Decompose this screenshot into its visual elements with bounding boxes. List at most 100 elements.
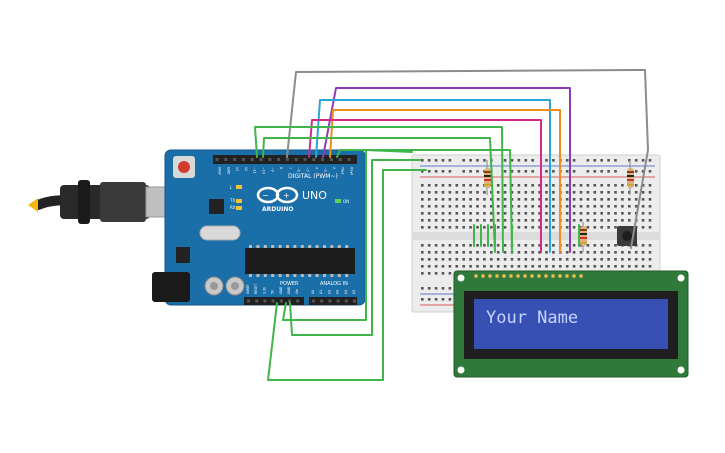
lcd-pin[interactable]	[508, 273, 514, 279]
breadboard-hole[interactable]	[572, 226, 576, 229]
breadboard-hole[interactable]	[586, 184, 590, 187]
breadboard-hole[interactable]	[552, 205, 555, 208]
breadboard-hole[interactable]	[421, 184, 424, 187]
power-pin-hole[interactable]	[271, 299, 275, 303]
breadboard-hole[interactable]	[538, 212, 541, 215]
breadboard-hole[interactable]	[572, 198, 576, 201]
breadboard-hole[interactable]	[545, 198, 548, 201]
breadboard-hole[interactable]	[545, 258, 548, 261]
breadboard-hole[interactable]	[448, 212, 452, 215]
breadboard-hole[interactable]	[628, 198, 631, 201]
breadboard-hole[interactable]	[628, 265, 631, 268]
breadboard-hole[interactable]	[545, 184, 548, 187]
breadboard-hole[interactable]	[579, 244, 583, 247]
breadboard-hole[interactable]	[483, 219, 486, 222]
breadboard-hole[interactable]	[572, 244, 576, 247]
breadboard-hole[interactable]	[586, 226, 590, 229]
breadboard-hole[interactable]	[628, 219, 631, 222]
breadboard-hole[interactable]	[607, 212, 610, 215]
breadboard-hole[interactable]	[641, 226, 645, 229]
power-pin-hole[interactable]	[296, 299, 300, 303]
breadboard-hole[interactable]	[427, 205, 431, 208]
breadboard-hole[interactable]	[538, 205, 541, 208]
resistor-2[interactable]	[627, 160, 634, 195]
breadboard-hole[interactable]	[427, 226, 431, 229]
breadboard-hole[interactable]	[565, 205, 569, 208]
rail-hole[interactable]	[510, 170, 514, 173]
breadboard-hole[interactable]	[579, 258, 583, 261]
breadboard-hole[interactable]	[634, 258, 638, 261]
breadboard-hole[interactable]	[593, 205, 597, 208]
breadboard-hole[interactable]	[503, 258, 507, 261]
power-pin-hole[interactable]	[263, 299, 267, 303]
breadboard-hole[interactable]	[607, 244, 610, 247]
breadboard-hole[interactable]	[462, 198, 465, 201]
breadboard-hole[interactable]	[531, 198, 534, 201]
breadboard-hole[interactable]	[586, 265, 590, 268]
breadboard-hole[interactable]	[448, 272, 452, 275]
breadboard-hole[interactable]	[552, 226, 555, 229]
breadboard-hole[interactable]	[496, 244, 500, 247]
breadboard-hole[interactable]	[427, 272, 431, 275]
breadboard-hole[interactable]	[621, 219, 624, 222]
breadboard-hole[interactable]	[600, 212, 603, 215]
breadboard-hole[interactable]	[455, 244, 459, 247]
breadboard-hole[interactable]	[641, 191, 645, 194]
rail-hole[interactable]	[421, 287, 424, 290]
breadboard-hole[interactable]	[641, 251, 645, 254]
breadboard-hole[interactable]	[517, 184, 521, 187]
digital-pin-hole[interactable]	[329, 158, 333, 161]
analog-pin-hole[interactable]	[328, 299, 332, 303]
breadboard-hole[interactable]	[434, 226, 438, 229]
rail-hole[interactable]	[524, 159, 528, 162]
rail-hole[interactable]	[503, 159, 507, 162]
breadboard-hole[interactable]	[441, 272, 445, 275]
breadboard-hole[interactable]	[421, 265, 424, 268]
breadboard-hole[interactable]	[476, 205, 479, 208]
rail-hole[interactable]	[427, 298, 431, 301]
breadboard-hole[interactable]	[641, 265, 645, 268]
lcd-pin[interactable]	[515, 273, 521, 279]
breadboard-hole[interactable]	[524, 212, 528, 215]
rail-hole[interactable]	[469, 170, 472, 173]
rail-hole[interactable]	[600, 170, 603, 173]
rail-hole[interactable]	[448, 287, 452, 290]
breadboard-hole[interactable]	[545, 265, 548, 268]
breadboard-hole[interactable]	[641, 219, 645, 222]
breadboard-hole[interactable]	[434, 184, 438, 187]
breadboard-hole[interactable]	[600, 265, 603, 268]
breadboard-hole[interactable]	[538, 184, 541, 187]
rail-hole[interactable]	[448, 159, 452, 162]
breadboard-hole[interactable]	[531, 184, 534, 187]
rail-hole[interactable]	[427, 287, 431, 290]
breadboard-hole[interactable]	[503, 265, 507, 268]
breadboard-hole[interactable]	[503, 219, 507, 222]
breadboard-hole[interactable]	[607, 184, 610, 187]
breadboard-hole[interactable]	[600, 251, 603, 254]
rail-hole[interactable]	[628, 159, 631, 162]
breadboard-hole[interactable]	[421, 272, 424, 275]
breadboard-hole[interactable]	[593, 184, 597, 187]
breadboard-hole[interactable]	[531, 205, 534, 208]
breadboard-hole[interactable]	[565, 251, 569, 254]
breadboard-hole[interactable]	[600, 258, 603, 261]
breadboard-hole[interactable]	[503, 191, 507, 194]
rail-hole[interactable]	[572, 159, 576, 162]
breadboard-hole[interactable]	[448, 191, 452, 194]
breadboard-hole[interactable]	[600, 184, 603, 187]
breadboard-hole[interactable]	[524, 184, 528, 187]
breadboard-hole[interactable]	[545, 191, 548, 194]
power-pin-hole[interactable]	[279, 299, 283, 303]
breadboard-hole[interactable]	[545, 251, 548, 254]
breadboard-hole[interactable]	[441, 191, 445, 194]
rail-hole[interactable]	[641, 159, 645, 162]
breadboard-hole[interactable]	[552, 212, 555, 215]
breadboard-hole[interactable]	[455, 219, 459, 222]
breadboard-hole[interactable]	[469, 226, 472, 229]
breadboard-hole[interactable]	[476, 258, 479, 261]
breadboard-hole[interactable]	[552, 251, 555, 254]
rail-hole[interactable]	[476, 159, 479, 162]
breadboard-hole[interactable]	[600, 191, 603, 194]
breadboard-hole[interactable]	[593, 198, 597, 201]
breadboard-hole[interactable]	[427, 191, 431, 194]
